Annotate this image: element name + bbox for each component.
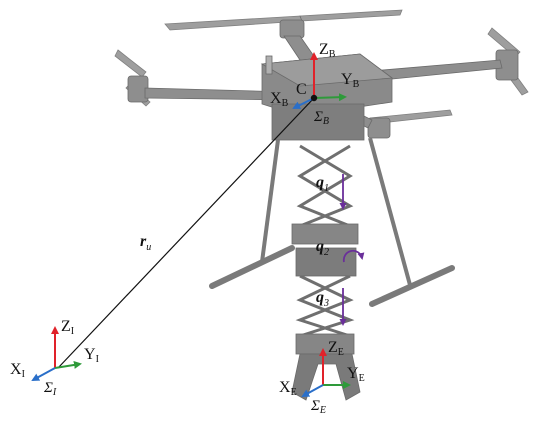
body-origin-dot [310,94,318,102]
mast-left [265,55,273,75]
position-vector-line [57,97,315,369]
quadrotor-frame [114,9,529,401]
ee-z-label: ZE [328,339,344,358]
propeller-top-right [299,9,403,22]
body-frame-axes [292,52,347,109]
gear-strut-right [368,137,412,286]
end-effector-frame-axes [301,348,351,397]
inertial-y-axis [54,360,82,369]
motor-top [279,19,305,39]
ee-x-label: XE [279,379,297,398]
inertial-sigma-label: ΣI [43,380,57,398]
inertial-y-label: YI [84,346,99,365]
propeller-left [114,49,147,78]
gear-strut-left [260,139,280,263]
joint-q1-label: q1 [316,174,329,194]
ee-sigma-label: ΣE [310,398,326,416]
body-sigma-label: ΣB [313,109,329,127]
joint-q3-label: q3 [316,289,329,309]
inertial-frame-axes [31,326,82,381]
position-vector-label: ru [140,233,151,253]
body-y-axis [313,93,347,102]
body-origin-label: C [296,81,307,98]
body-y-label: YB [341,71,360,90]
gear-skid-right [369,265,455,307]
body-z-label: ZB [319,41,336,60]
scissor-manipulator [295,144,355,338]
ee-x-axis [301,384,324,397]
battery-box [271,103,365,141]
end-effector-base [295,333,355,355]
inertial-z-label: ZI [61,318,74,337]
body-x-axis [292,97,315,109]
central-body-top [260,53,394,87]
gear-skid-left [209,245,295,289]
joint-block-1 [291,223,359,245]
body-x-label: XB [270,90,289,109]
ee-y-label: YE [347,365,365,384]
joint-q2-label: q2 [316,238,329,258]
inertial-x-label: XI [10,361,25,380]
joint-q2-rotation-arrow [342,249,365,263]
inertial-x-axis [31,367,56,381]
